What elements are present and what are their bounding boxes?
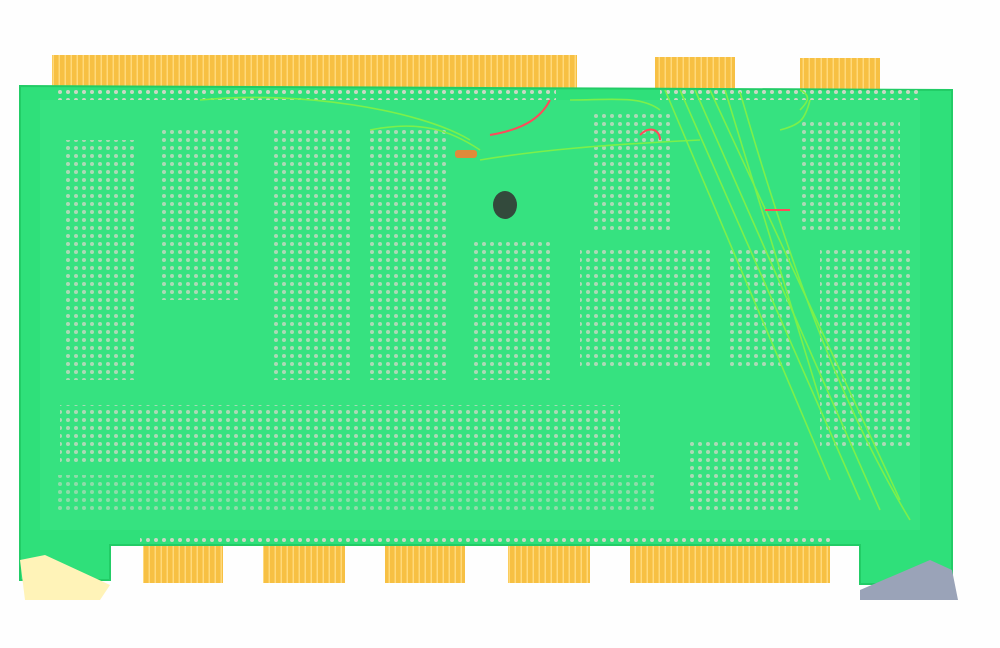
bottom-connector-4 xyxy=(508,545,590,583)
bottom-connector-5 xyxy=(630,545,830,583)
bottom-edge-connectors xyxy=(143,545,830,583)
jumper-wires xyxy=(199,89,911,521)
top-connector-2 xyxy=(655,57,735,89)
bottom-connector-3 xyxy=(385,545,465,583)
red-wires xyxy=(489,99,790,211)
resistor xyxy=(455,150,477,158)
top-connector-main xyxy=(52,55,577,89)
bottom-connector-1 xyxy=(143,545,223,583)
right-card-ejector xyxy=(860,560,958,600)
solder-pad-grids xyxy=(55,90,920,543)
left-card-ejector xyxy=(20,555,110,600)
top-connector-3 xyxy=(800,58,880,89)
top-edge-connectors xyxy=(52,55,880,89)
capacitor xyxy=(493,191,517,219)
bottom-connector-2 xyxy=(263,545,345,583)
components xyxy=(455,150,517,219)
